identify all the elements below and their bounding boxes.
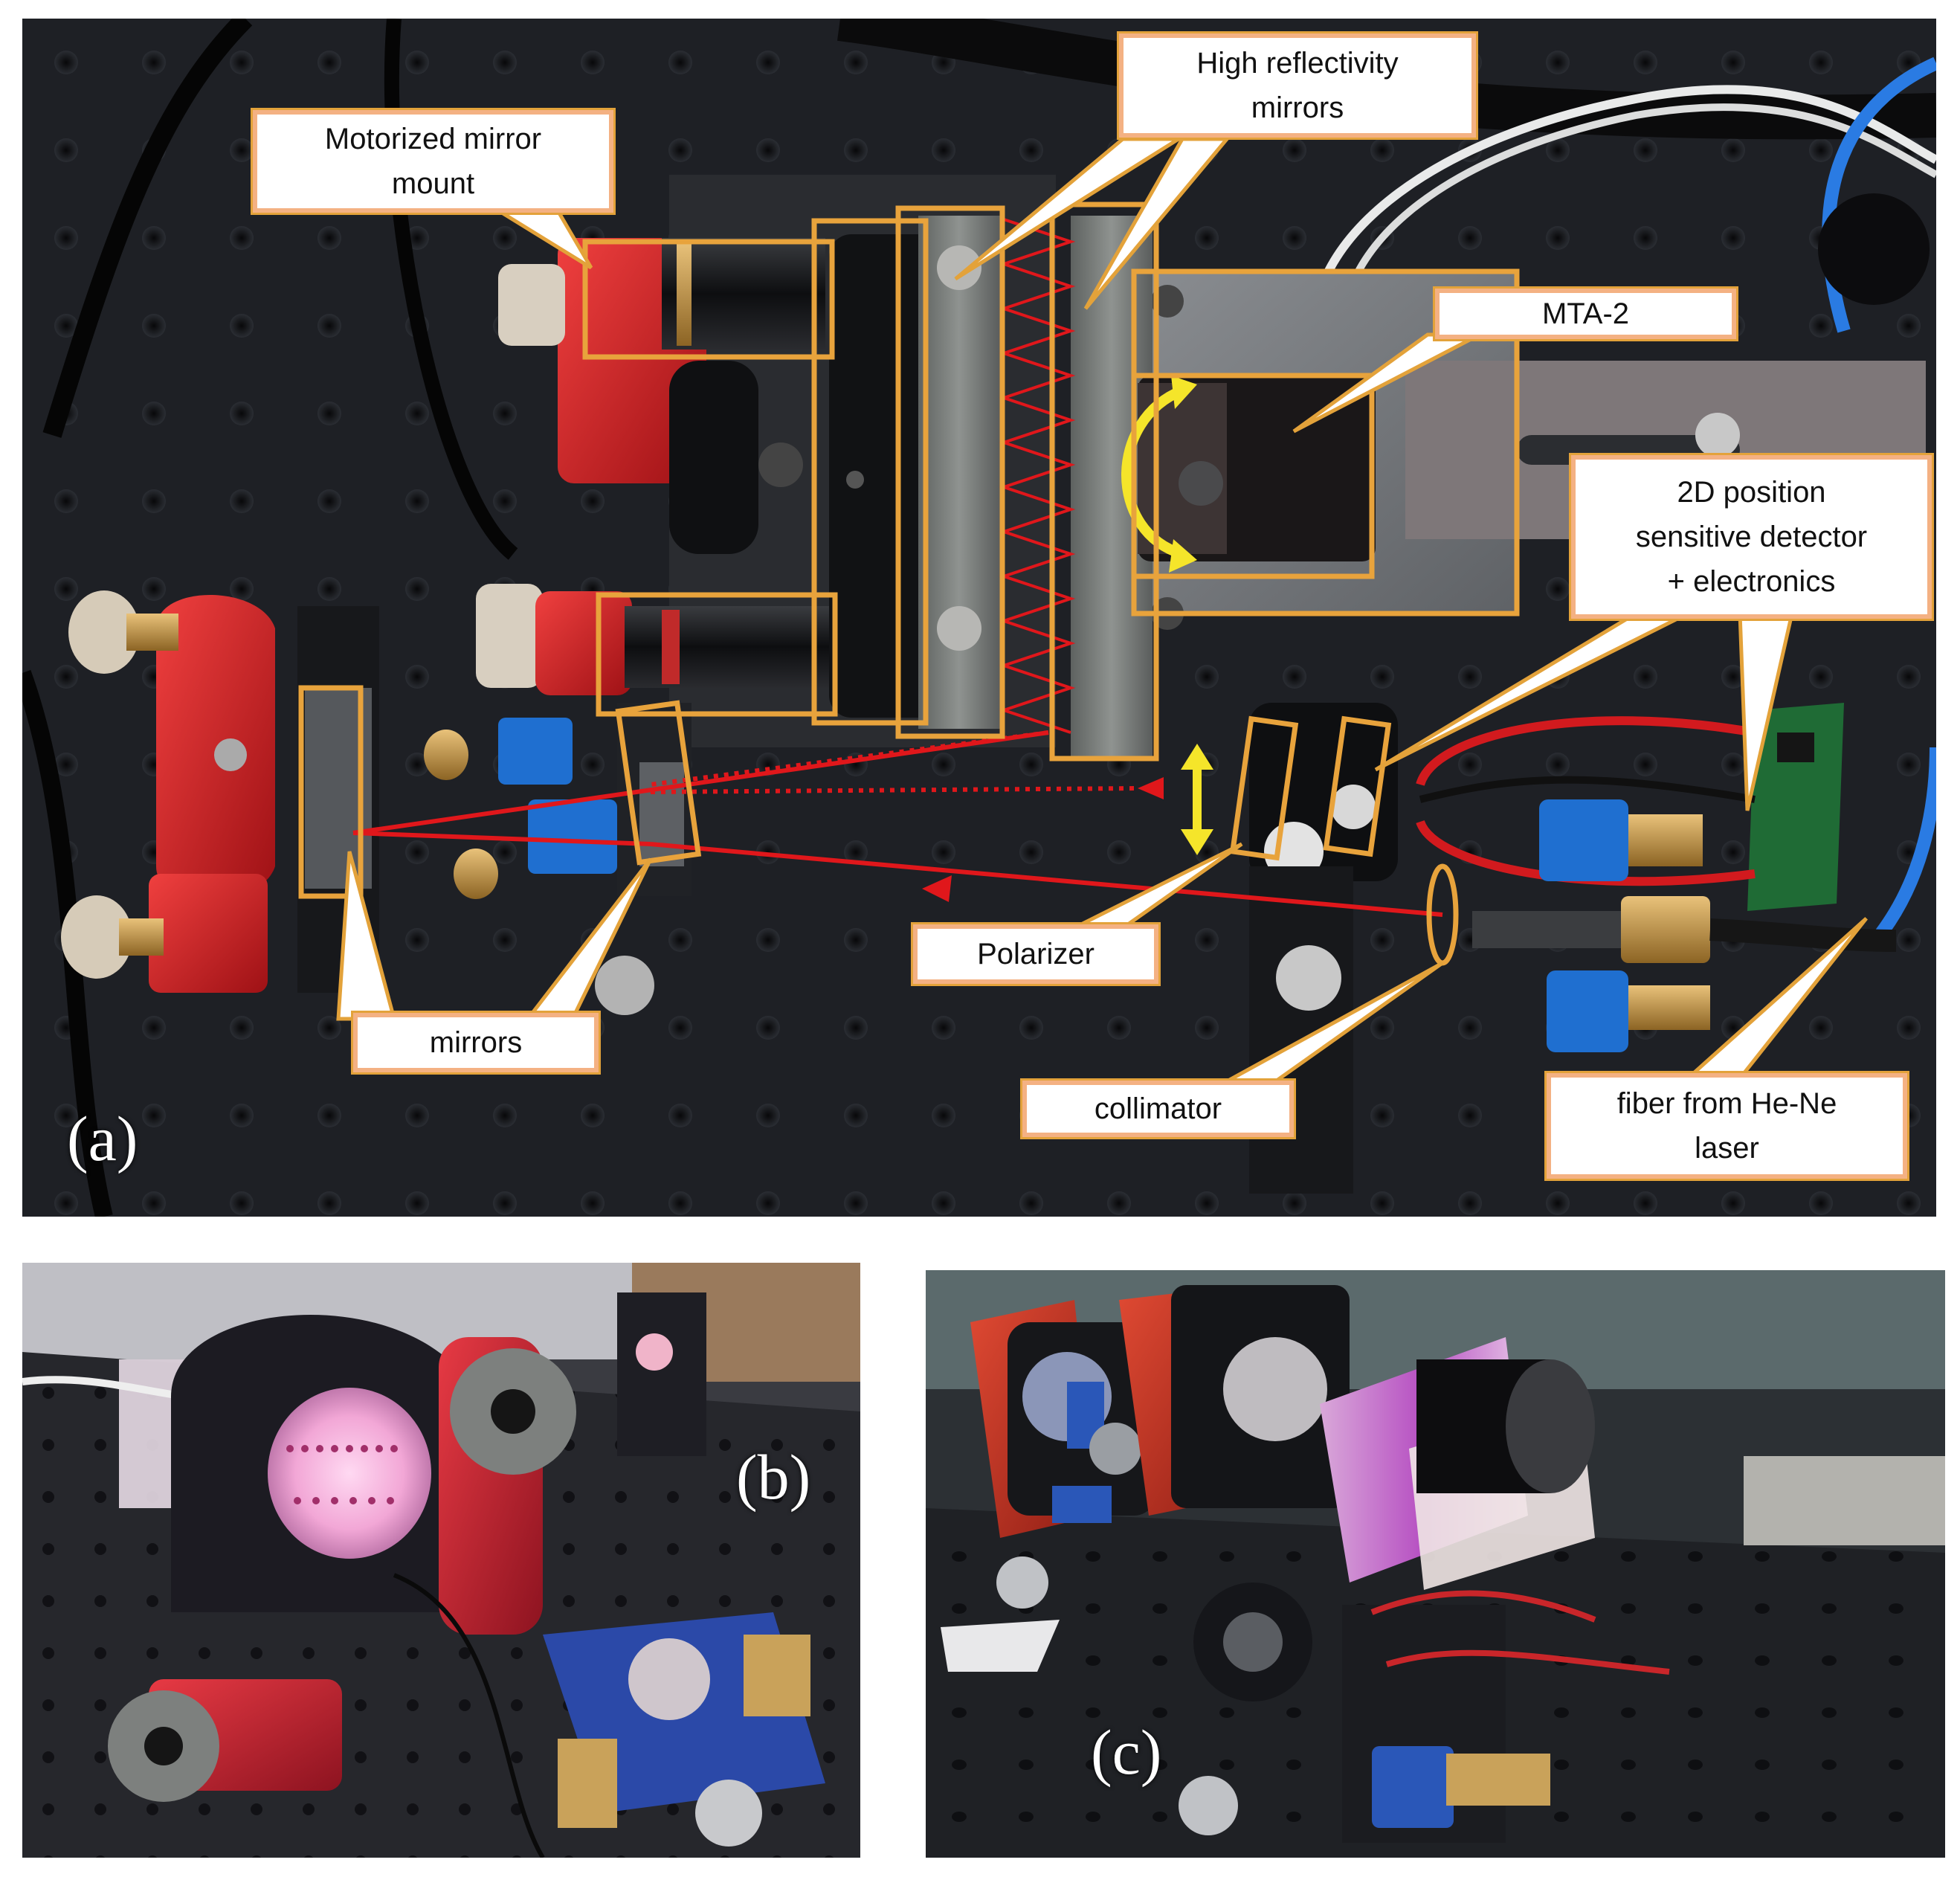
callout-fiber: fiber from He-Ne laser xyxy=(1544,1071,1909,1181)
callout-polarizer-label: Polarizer xyxy=(977,938,1095,970)
mirror-mount-ring xyxy=(829,234,941,718)
callout-mirrors: mirrors xyxy=(351,1011,601,1075)
motorized-actuator-lower xyxy=(535,591,632,695)
callout-collimator-label: collimator xyxy=(1094,1092,1222,1125)
panel-c-letter: (c) xyxy=(1091,1716,1162,1788)
illuminated-mirror xyxy=(268,1388,431,1559)
callout-mta2: MTA-2 xyxy=(1433,286,1738,341)
black-cable xyxy=(42,19,253,438)
blue-knob xyxy=(498,718,573,785)
callout-polarizer: Polarizer xyxy=(911,922,1161,986)
high-reflectivity-mirror-left xyxy=(918,216,1000,729)
left-mirror-mount xyxy=(156,595,275,900)
callout-mta2-label: MTA-2 xyxy=(1541,297,1630,330)
panel-b-letter: (b) xyxy=(736,1441,811,1513)
panel-c-photo: (c) xyxy=(926,1270,1945,1858)
callout-position-detector: 2D position sensitive detector + electro… xyxy=(1569,453,1934,621)
panel-c-scene xyxy=(926,1270,1945,1858)
callout-mirrors-label: mirrors xyxy=(429,1026,523,1059)
callout-high-reflectivity-mirrors-label: High reflectivity mirrors xyxy=(1196,47,1399,124)
callout-motorized-mirror-mount: Motorized mirror mount xyxy=(251,108,616,215)
highlight-boxes xyxy=(298,202,1520,966)
thumb-knob xyxy=(68,590,140,674)
callout-motorized-mirror-mount-label: Motorized mirror mount xyxy=(324,123,542,200)
callout-collimator: collimator xyxy=(1020,1078,1296,1139)
panel-a-setup-photo: Motorized mirror mount High reflectivity… xyxy=(22,19,1936,1217)
callout-position-detector-label: 2D position sensitive detector + electro… xyxy=(1635,476,1868,598)
laser-beams xyxy=(352,218,1443,917)
callout-fiber-label: fiber from He-Ne laser xyxy=(1616,1087,1837,1165)
panel-b-photo: (b) xyxy=(22,1263,860,1858)
polarization-arrow xyxy=(1181,744,1213,855)
panel-b-scene xyxy=(22,1263,860,1858)
black-knob xyxy=(1818,193,1930,305)
callout-high-reflectivity-mirrors: High reflectivity mirrors xyxy=(1117,31,1478,140)
panel-a-letter: (a) xyxy=(67,1103,138,1174)
